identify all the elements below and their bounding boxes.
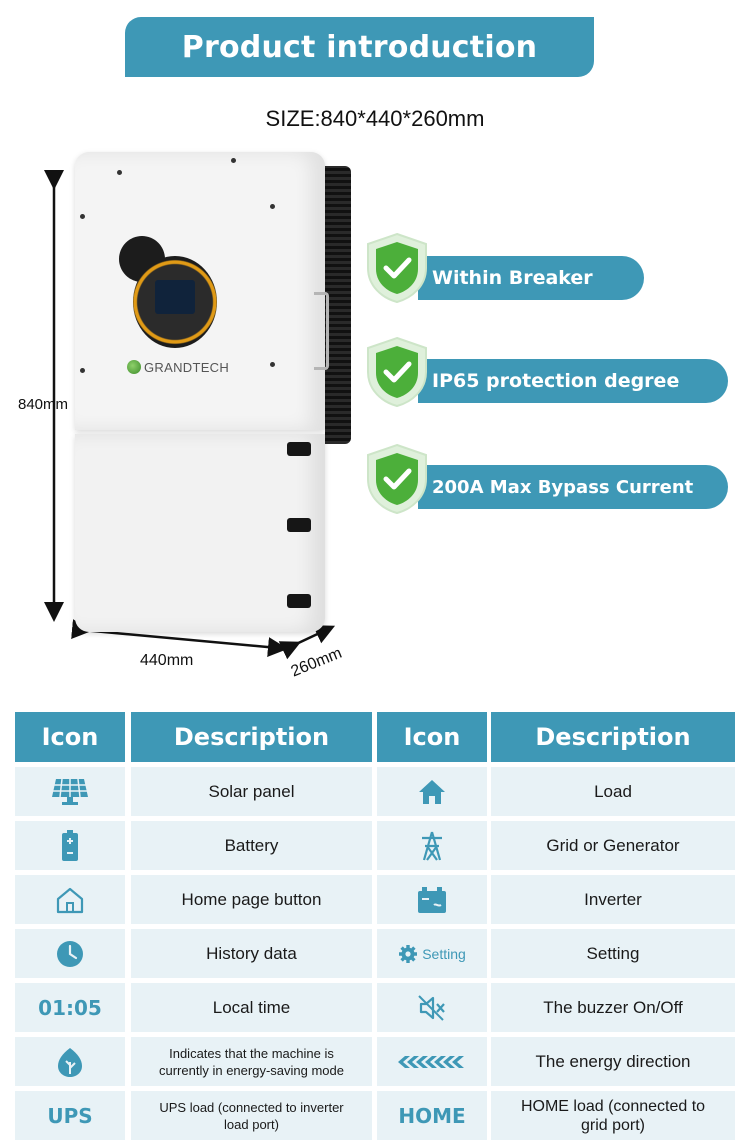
brand-leaf-icon (127, 360, 141, 374)
table-row: UPS UPS load (connected to inverter load… (15, 1091, 735, 1140)
header-icon: Icon (377, 712, 487, 762)
icon-cell (377, 767, 487, 816)
clock-icon (57, 940, 83, 967)
table-row: History data Setting Setting (15, 929, 735, 978)
icon-cell (15, 1037, 125, 1086)
description-cell: UPS load (connected to inverter load por… (131, 1091, 372, 1140)
inverter-icon (418, 886, 446, 913)
table-row: Solar panel Load (15, 767, 735, 816)
leaf-icon (58, 1047, 82, 1077)
icon-cell (15, 767, 125, 816)
size-label: SIZE:840*440*260mm (265, 106, 485, 131)
depth-arrow (278, 625, 336, 660)
description-cell: Setting (491, 929, 735, 978)
speaker-mute-icon (418, 994, 445, 1021)
shield-check-icon (367, 232, 427, 304)
table-row: Home page button Inverter (15, 875, 735, 924)
shield-check-icon (367, 336, 427, 408)
icon-cell (377, 983, 487, 1032)
dimension-arrows (44, 170, 336, 660)
description-cell: Solar panel (131, 767, 372, 816)
gear-icon (399, 944, 418, 963)
icon-cell (377, 821, 487, 870)
brand-logo: GRANDTECH (127, 360, 229, 375)
table-row: 01:05 Local time The buzzer On/Off (15, 983, 735, 1032)
description-cell: Load (491, 767, 735, 816)
table-row: Indicates that the machine is currently … (15, 1037, 735, 1086)
width-arrow (71, 619, 288, 658)
feature-badge: 200A Max Bypass Current (418, 465, 728, 509)
lcd-screen (155, 280, 195, 314)
icon-cell: HOME (377, 1091, 487, 1140)
icon-cell: UPS (15, 1091, 125, 1140)
description-cell: Home page button (131, 875, 372, 924)
header-description: Description (131, 712, 372, 762)
description-cell: Battery (131, 821, 372, 870)
description-cell: HOME load (connected to grid port) (491, 1091, 735, 1140)
grid-tower-icon (422, 831, 442, 861)
description-cell: Indicates that the machine is currently … (131, 1037, 372, 1086)
icon-cell: Setting (377, 929, 487, 978)
icon-cell (15, 875, 125, 924)
inverter-image: GRANDTECH (75, 152, 351, 632)
height-label: 840mm (18, 396, 69, 413)
description-cell: The energy direction (491, 1037, 735, 1086)
icon-cell (15, 929, 125, 978)
description-cell: Inverter (491, 875, 735, 924)
page-title: Product introduction (181, 29, 538, 65)
width-label: 440mm (140, 652, 194, 669)
ups-text: UPS (47, 1103, 93, 1128)
side-handle (314, 292, 329, 370)
chevrons-left-icon (398, 1055, 464, 1068)
icon-cell (15, 821, 125, 870)
header-description: Description (491, 712, 735, 762)
header-icon: Icon (15, 712, 125, 762)
description-cell: The buzzer On/Off (491, 983, 735, 1032)
feature-badge: IP65 protection degree (418, 359, 728, 403)
title-banner: Product introduction (125, 17, 594, 77)
inverter-lower-panel (75, 434, 325, 632)
home-text: HOME (398, 1103, 466, 1128)
connector (287, 594, 311, 608)
description-cell: Grid or Generator (491, 821, 735, 870)
description-cell: History data (131, 929, 372, 978)
connector (287, 442, 311, 456)
house-solid-icon (419, 779, 445, 804)
shield-check-icon (367, 443, 427, 515)
icon-cell (377, 1037, 487, 1086)
description-cell: Local time (131, 983, 372, 1032)
feature-badge: Within Breaker (418, 256, 644, 300)
connector (287, 518, 311, 532)
icon-cell: 01:05 (15, 983, 125, 1032)
table-header: Icon Description Icon Description (15, 712, 735, 762)
heatsink (325, 166, 351, 444)
battery-icon (62, 829, 78, 861)
table-row: Battery Grid or Generator (15, 821, 735, 870)
solar-panel-icon (52, 778, 88, 805)
home-outline-icon (56, 887, 84, 913)
icon-cell (377, 875, 487, 924)
local-time-text: 01:05 (38, 995, 102, 1020)
setting-icon-label: Setting (422, 945, 466, 962)
